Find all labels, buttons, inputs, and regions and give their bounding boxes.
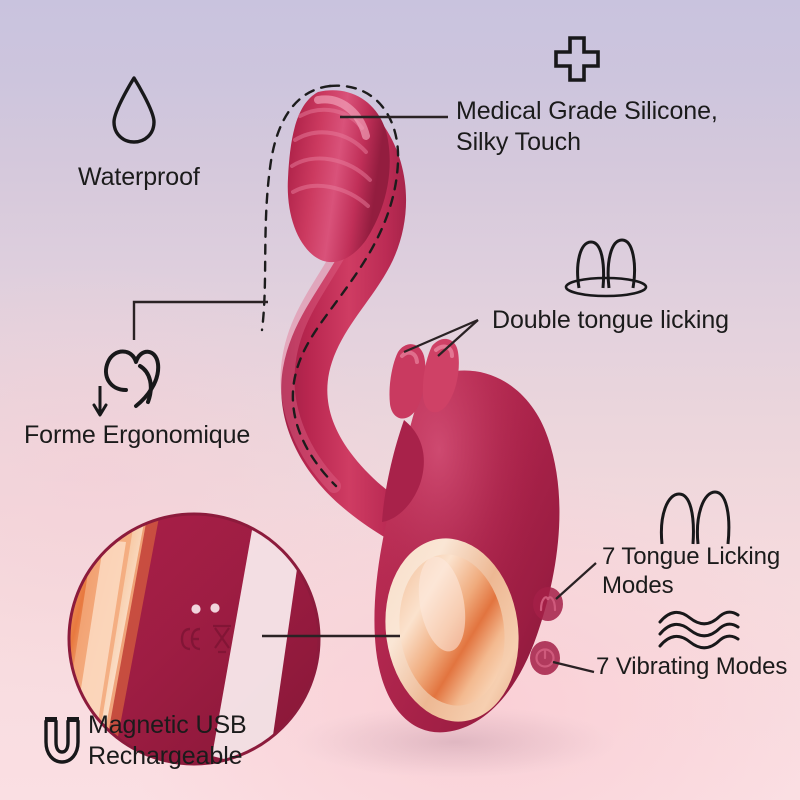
leader-line-tongue-b <box>437 319 479 357</box>
product-neck <box>382 420 424 522</box>
feature-label-vibrating-modes: 7 Vibrating Modes <box>596 653 788 680</box>
led-indicator-dot-2 <box>210 603 220 613</box>
medical-cross-icon <box>548 34 606 92</box>
leader-line-vibrating-modes <box>552 660 595 674</box>
product-shaft <box>281 108 432 556</box>
feature-label-double-tongue-licking: Double tongue licking <box>492 306 729 334</box>
double-arch-icon <box>654 488 736 546</box>
leader-line-tongue-a <box>403 318 479 354</box>
product-shadow <box>295 706 615 778</box>
leader-line-tongue-modes <box>555 562 597 600</box>
feature-label-waterproof: Waterproof <box>78 163 200 191</box>
tongue-mode-button[interactable] <box>533 587 563 621</box>
ce-marking <box>180 627 201 651</box>
vibration-waves-icon <box>656 608 742 654</box>
silicone-dashed-outline-left <box>260 84 332 332</box>
weee-marking <box>213 624 231 654</box>
magnified-rose-gold-edge <box>94 514 160 764</box>
vibration-power-button[interactable] <box>530 641 560 675</box>
feature-label-medical-grade-silicone: Medical Grade Silicone, Silky Touch <box>456 97 718 156</box>
horseshoe-magnet-icon <box>36 712 88 768</box>
led-indicator-dot-1 <box>191 604 201 614</box>
ergonomic-curve-arrow-icon <box>78 338 188 426</box>
feature-label-tongue-licking-modes: 7 Tongue Licking Modes <box>602 543 781 600</box>
tip-gloss <box>314 95 370 140</box>
detail-magnifier <box>67 512 321 766</box>
feature-label-magnetic-usb-rechargeable: Magnetic USB Rechargeable <box>88 711 247 770</box>
magnified-white-reflection <box>212 530 300 764</box>
water-drop-icon <box>106 72 162 146</box>
silicone-dashed-outline <box>291 84 400 488</box>
double-tongue-icon <box>558 232 654 298</box>
tongue-prong-right <box>422 338 459 413</box>
rose-gold-highlight <box>418 556 466 652</box>
feature-label-forme-ergonomique: Forme Ergonomique <box>24 421 251 449</box>
tongue-prong-left-gloss <box>400 350 419 364</box>
leader-line-ergonomique <box>132 300 268 340</box>
